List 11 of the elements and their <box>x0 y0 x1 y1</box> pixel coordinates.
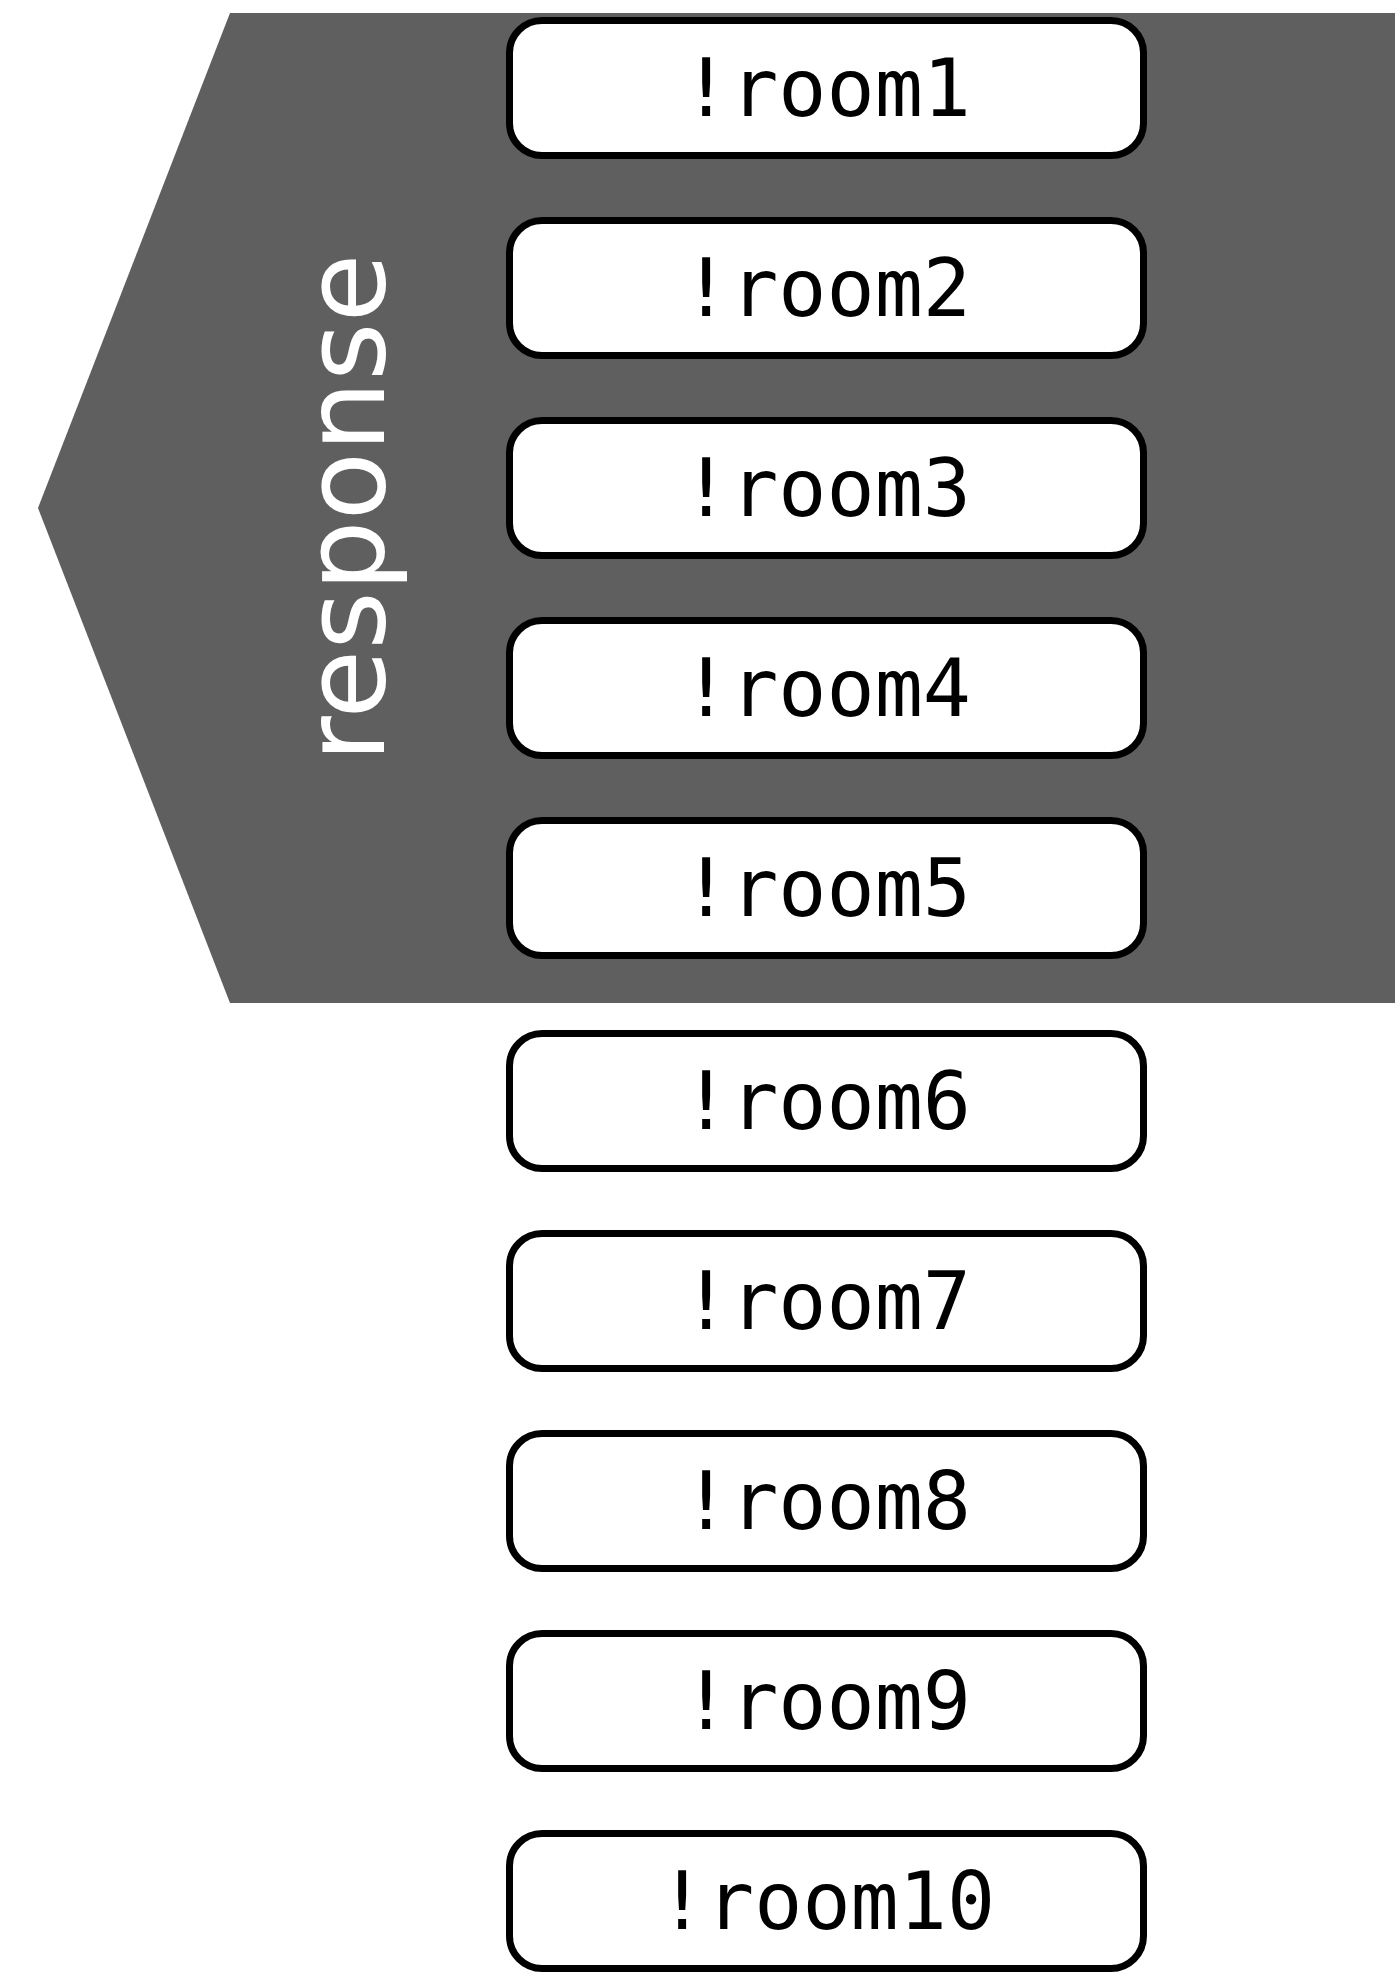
room-command-box: !room5 <box>506 817 1147 959</box>
room-command-box: !room4 <box>506 617 1147 759</box>
room-command-box: !room8 <box>506 1430 1147 1572</box>
room-command-box: !room9 <box>506 1630 1147 1772</box>
room-command-box: !room7 <box>506 1230 1147 1372</box>
room-command-box: !room3 <box>506 417 1147 559</box>
room-command-box: !room6 <box>506 1030 1147 1172</box>
room-command-box: !room1 <box>506 17 1147 159</box>
room-command-box: !room2 <box>506 217 1147 359</box>
band-label: response <box>280 253 410 763</box>
room-command-box: !room10 <box>506 1830 1147 1972</box>
